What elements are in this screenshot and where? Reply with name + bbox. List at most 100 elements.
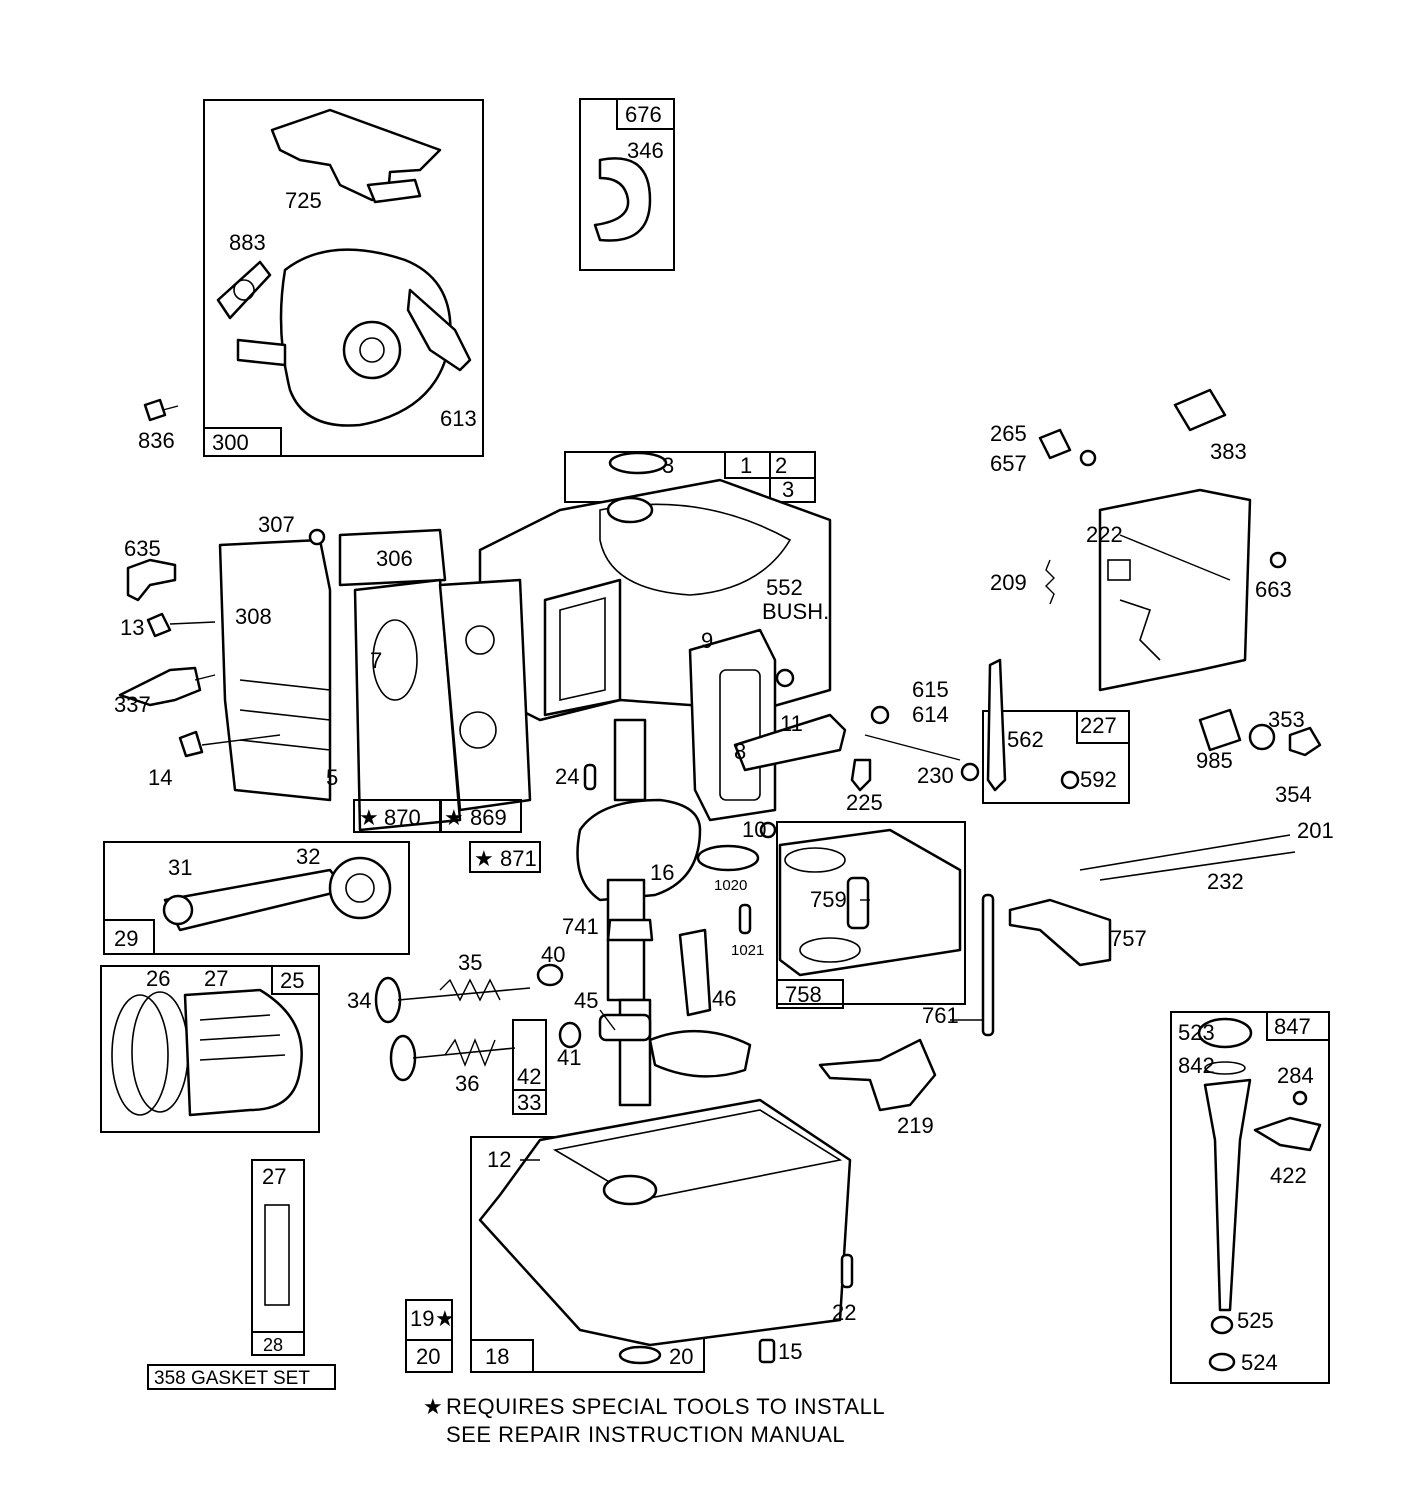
callout-bush: BUSH. xyxy=(762,599,829,624)
callout-230: 230 xyxy=(917,763,954,788)
mechanical-governor-link xyxy=(778,828,962,977)
callout-31: 31 xyxy=(168,855,192,880)
callout-1: 1 xyxy=(740,453,752,478)
callout-222: 222 xyxy=(1086,522,1123,547)
callout-27-strip: 27 xyxy=(262,1164,286,1189)
key-1021-icon xyxy=(738,903,752,935)
callout-1020: 1020 xyxy=(714,877,747,894)
callout-265: 265 xyxy=(990,421,1027,446)
muffler-assembly-group xyxy=(203,99,484,457)
callout-41: 41 xyxy=(557,1045,581,1070)
deflector-group xyxy=(579,98,675,271)
callout-758: 758 xyxy=(785,982,822,1007)
crankshaft xyxy=(576,798,702,902)
star-871: ★ xyxy=(474,846,494,871)
piston xyxy=(183,988,303,1117)
connecting-rod-box xyxy=(103,841,410,955)
callout-3-box: 3 xyxy=(782,477,794,502)
oil-seal-bottom xyxy=(618,1345,662,1365)
footnote-star: ★ xyxy=(423,1394,443,1419)
sump-group xyxy=(405,1098,854,1373)
callout-25: 25 xyxy=(280,968,304,993)
callout-592: 592 xyxy=(1080,767,1117,792)
cylinder-head-group xyxy=(218,528,532,832)
callout-26: 26 xyxy=(146,966,170,991)
callout-24: 24 xyxy=(555,764,579,789)
callout-35: 35 xyxy=(458,950,482,975)
callout-45: 45 xyxy=(574,988,598,1013)
nut-354-icon xyxy=(1288,726,1322,757)
callout-209: 209 xyxy=(990,570,1027,595)
piston-box xyxy=(100,965,320,1133)
link-assembly-group xyxy=(776,821,966,1009)
callout-562: 562 xyxy=(1007,727,1044,752)
footnote: ★ REQUIRES SPECIAL TOOLS TO INSTALL SEE … xyxy=(423,1394,885,1447)
callout-552: 552 xyxy=(766,575,803,600)
callout-657: 657 xyxy=(990,451,1027,476)
crankcase-sump xyxy=(478,1098,852,1347)
clip-265-icon xyxy=(1038,428,1072,460)
callout-225: 225 xyxy=(846,790,883,815)
callout-28: 28 xyxy=(263,1335,283,1355)
star-870: ★ xyxy=(359,805,379,830)
callout-29: 29 xyxy=(114,926,138,951)
callout-8: 8 xyxy=(734,739,746,764)
cylinder-head xyxy=(218,538,332,802)
callout-16: 16 xyxy=(650,860,674,885)
callout-34: 34 xyxy=(347,988,371,1013)
screw-663-icon xyxy=(1269,551,1287,569)
callout-12: 12 xyxy=(487,1147,511,1172)
callout-labels: 676 346 725 883 613 300 836 3 1 2 3 265 … xyxy=(114,102,1334,1389)
bolt-22-icon xyxy=(840,1253,854,1289)
callout-525: 525 xyxy=(1237,1308,1274,1333)
muffler-deflector xyxy=(593,157,652,242)
callout-18: 18 xyxy=(485,1344,509,1369)
gasket-strip-group xyxy=(147,1159,336,1390)
callout-40: 40 xyxy=(541,942,565,967)
dipstick-group xyxy=(1170,1011,1330,1384)
governor-lever-group xyxy=(982,658,1130,804)
star-869: ★ xyxy=(444,805,464,830)
piston-rings xyxy=(111,994,169,1116)
link-spring xyxy=(1099,851,1296,881)
gasket-strip-box xyxy=(251,1159,305,1356)
callout-219: 219 xyxy=(897,1113,934,1138)
control-plate xyxy=(1098,488,1252,692)
callout-2: 2 xyxy=(775,453,787,478)
callout-20-box: 20 xyxy=(416,1344,440,1369)
bracket-422-icon xyxy=(1253,1116,1322,1152)
dipstick-tube xyxy=(1203,1078,1252,1312)
head-gasket xyxy=(353,578,462,832)
dipstick-cap xyxy=(1197,1017,1253,1049)
screw-13-icon xyxy=(146,612,216,638)
callout-300: 300 xyxy=(212,430,249,455)
gasket-set-box xyxy=(147,1364,336,1390)
callout-842: 842 xyxy=(1178,1053,1215,1078)
callout-615: 615 xyxy=(912,677,949,702)
callout-741: 741 xyxy=(562,914,599,939)
callout-985: 985 xyxy=(1196,748,1233,773)
callout-1021: 1021 xyxy=(731,942,764,959)
breather-elbow-icon xyxy=(126,558,177,602)
breather-assembly xyxy=(688,628,847,839)
callout-613: 613 xyxy=(440,406,477,431)
label-box-869 xyxy=(440,799,522,833)
callout-761: 761 xyxy=(922,1003,959,1028)
muffler-gasket xyxy=(216,260,272,320)
callout-337: 337 xyxy=(114,692,151,717)
callout-847: 847 xyxy=(1274,1014,1311,1039)
label-box-300 xyxy=(203,427,282,457)
label-box-227 xyxy=(1076,710,1130,744)
callout-725: 725 xyxy=(285,188,322,213)
callout-15: 15 xyxy=(778,1339,802,1364)
label-box-29 xyxy=(103,919,155,955)
callout-11: 11 xyxy=(780,711,803,736)
callout-3-top: 3 xyxy=(662,453,674,478)
label-box-28 xyxy=(251,1331,305,1356)
camshaft-group xyxy=(598,928,752,1078)
label-box-847 xyxy=(1266,1011,1330,1041)
pin-24-icon xyxy=(583,763,597,791)
callout-36: 36 xyxy=(455,1071,479,1096)
dipstick-box xyxy=(1170,1011,1330,1384)
governor-box xyxy=(982,710,1130,804)
